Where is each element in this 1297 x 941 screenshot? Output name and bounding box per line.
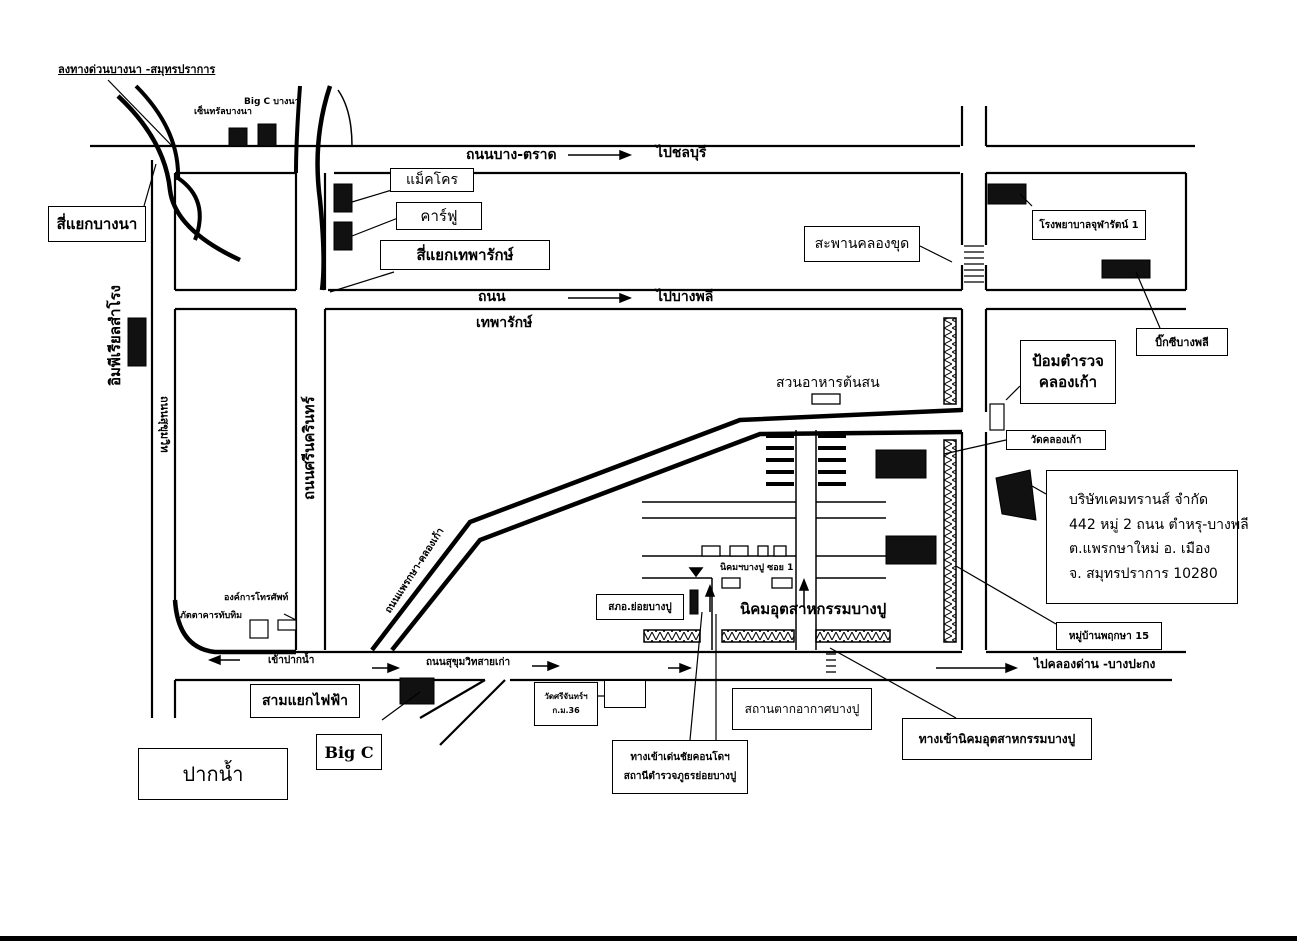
condo-entrance-box: ทางเข้าเด่นชัยคอนโดฯ สถานีตำรวจภูธรย่อยบ… [612,740,748,794]
condo-entrance-label: ทางเข้าเด่นชัยคอนโดฯ [630,752,730,763]
police-substation-label: สถานีตำรวจภูธรย่อยบางปู [623,771,737,782]
theparak-road-word: ถนน [478,289,506,305]
police-box-place: คลองเก้า [1038,373,1098,391]
khlong-khut-bridge-box: สะพานคลองขุด [804,226,920,262]
makro-box: แม็คโคร [390,168,474,192]
company-name: บริษัทเคมทรานส์ จำกัด [1069,492,1209,508]
estate-roads [642,430,886,650]
callout-lines [107,79,1161,741]
wat-km-label: ก.ม.36 [552,706,580,715]
carrefour-box: คาร์ฟู [396,202,482,230]
post-office-box: สภอ.ย่อยบางปู [596,594,684,620]
to-khlong-dan-label: ไปคลองด่าน -บางปะกง [1034,657,1156,671]
bangna-junction-box: สี่แยกบางนา [48,206,146,242]
paknam-box: ปากน้ำ [138,748,288,800]
meteo-station-box: สถานตากอากาศบางปู [732,688,872,730]
company-address-3: จ. สมุทรปราการ 10280 [1069,565,1218,582]
theparak-name-label: เทพารักษ์ [476,315,533,331]
police-box-title: ป้อมตำรวจ [1032,352,1104,370]
company-address-1: 442 หมู่ 2 ถนน ตำหรุ-บางพลี [1069,516,1249,533]
bigc-bangna-label: Big C บางนา [244,97,300,107]
company-info-box: บริษัทเคมทรานส์ จำกัด 442 หมู่ 2 ถนน ตำห… [1046,470,1249,604]
to-paknam-label: เข้าปากน้ำ [268,655,315,666]
estate-buildings-small [701,393,841,589]
to-chonburi-label: ไปชลบุรี [656,145,707,161]
bigc-box: Big C [316,734,382,770]
expressway [116,84,353,291]
canal-strip-upper [943,317,957,405]
bridge-small [826,653,836,673]
pine-garden-label: สวนอาหารต้นสน [776,375,880,391]
post-office-label: สภอ.ย่อยบางปู [608,601,672,613]
nikhom-soi1-label: นิคมฯบางปู ซอย 1 [720,563,794,573]
page-bottom-edge [0,936,1297,941]
restaurant-marker [249,619,269,639]
wat-marker [604,680,646,708]
meteo-station-label: สถานตากอากาศบางปู [744,701,860,716]
canal-strip-c [815,629,891,643]
samyaek-faifa-box: สามแยกไฟฟ้า [250,684,360,718]
wat-sri-chan-label: วัดศรีจันทร์ฯ [544,691,588,701]
makro-label: แม็คโคร [405,172,459,188]
expressway-exit-label: ลงทางด่วนบางนา -สมุทรปราการ [58,63,216,76]
direction-arrows [207,149,1019,674]
vertical-roads [150,106,1188,718]
canal-strip-lower [943,439,957,643]
imperial-samrong-label: อิมพีเรียลสำโรง [106,285,124,386]
south-roads [419,679,506,746]
village-15-label: หมู่บ้านพฤกษา 15 [1068,630,1150,642]
bangna-trat-road [90,144,1195,175]
village-15-box: หมู่บ้านพฤกษา 15 [1056,622,1162,650]
theparak-junction-box: สี่แยกเทพารักษ์ [380,240,550,270]
bigc-label: Big C [324,742,374,762]
theparak-road [175,288,1186,311]
theparak-junction-label: สี่แยกเทพารักษ์ [416,246,514,264]
khlong-khut-bridge-label: สะพานคลองขุด [814,236,910,252]
bangna-trat-road-label: ถนนบาง-ตราด [466,147,557,163]
hospital-label: โรงพยาบาลจุฬารัตน์ 1 [1039,219,1139,231]
srinakarin-road-label: ถนนศรีนครินทร์ [300,396,318,500]
phone-org-label: องค์การโทรศัพท์ [224,593,289,603]
carrefour-label: คาร์ฟู [420,207,458,225]
estate-stripes-left [766,434,794,486]
wat-khlong-kao-box: วัดคลองเก้า [1006,430,1106,450]
sukhumvit-road-label: ถนนสุขุมวิท [158,396,171,453]
company-address-2: ต.แพรกษาใหม่ อ. เมือง [1069,541,1211,557]
central-bangna-label: เซ็นทรัลบางนา [194,107,252,117]
sukhumvit-curve [172,599,296,655]
samyaek-faifa-label: สามแยกไฟฟ้า [261,693,349,709]
bigc-bangphli-box: บิ๊กซีบางพลี [1136,328,1228,356]
old-sukhumvit-label: ถนนสุขุมวิทสายเก่า [426,657,511,668]
phone-org-marker [277,619,297,631]
police-box-marker [989,403,1005,431]
bangpu-estate-label: นิคมอุตสาหกรรมบางปู [740,600,887,618]
canal-strip-a [643,629,701,643]
paknam-label: ปากน้ำ [182,762,244,786]
estate-stripes-right [818,434,846,486]
estate-entrance-label: ทางเข้านิคมอุตสาหกรรมบางปู [918,731,1076,746]
wat-khlong-kao-label: วัดคลองเก้า [1030,434,1082,446]
praeksa-road [370,407,963,652]
tubtim-restaurant-label: ภัตตาคารทับทิม [180,611,243,621]
police-box-callout: ป้อมตำรวจ คลองเก้า [1020,340,1116,404]
bangna-junction-label: สี่แยกบางนา [56,215,138,233]
wat-sri-chan-box: วัดศรีจันทร์ฯ ก.ม.36 [534,682,598,726]
bigc-bangphli-label: บิ๊กซีบางพลี [1155,336,1209,349]
buildings-dark [127,123,1151,705]
hospital-box: โรงพยาบาลจุฬารัตน์ 1 [1032,210,1146,240]
canal-strip-b [721,629,795,643]
to-bangphli-label: ไปบางพลี [656,289,714,305]
estate-entrance-box: ทางเข้านิคมอุตสาหกรรมบางปู [902,718,1092,760]
bridge [964,245,984,283]
